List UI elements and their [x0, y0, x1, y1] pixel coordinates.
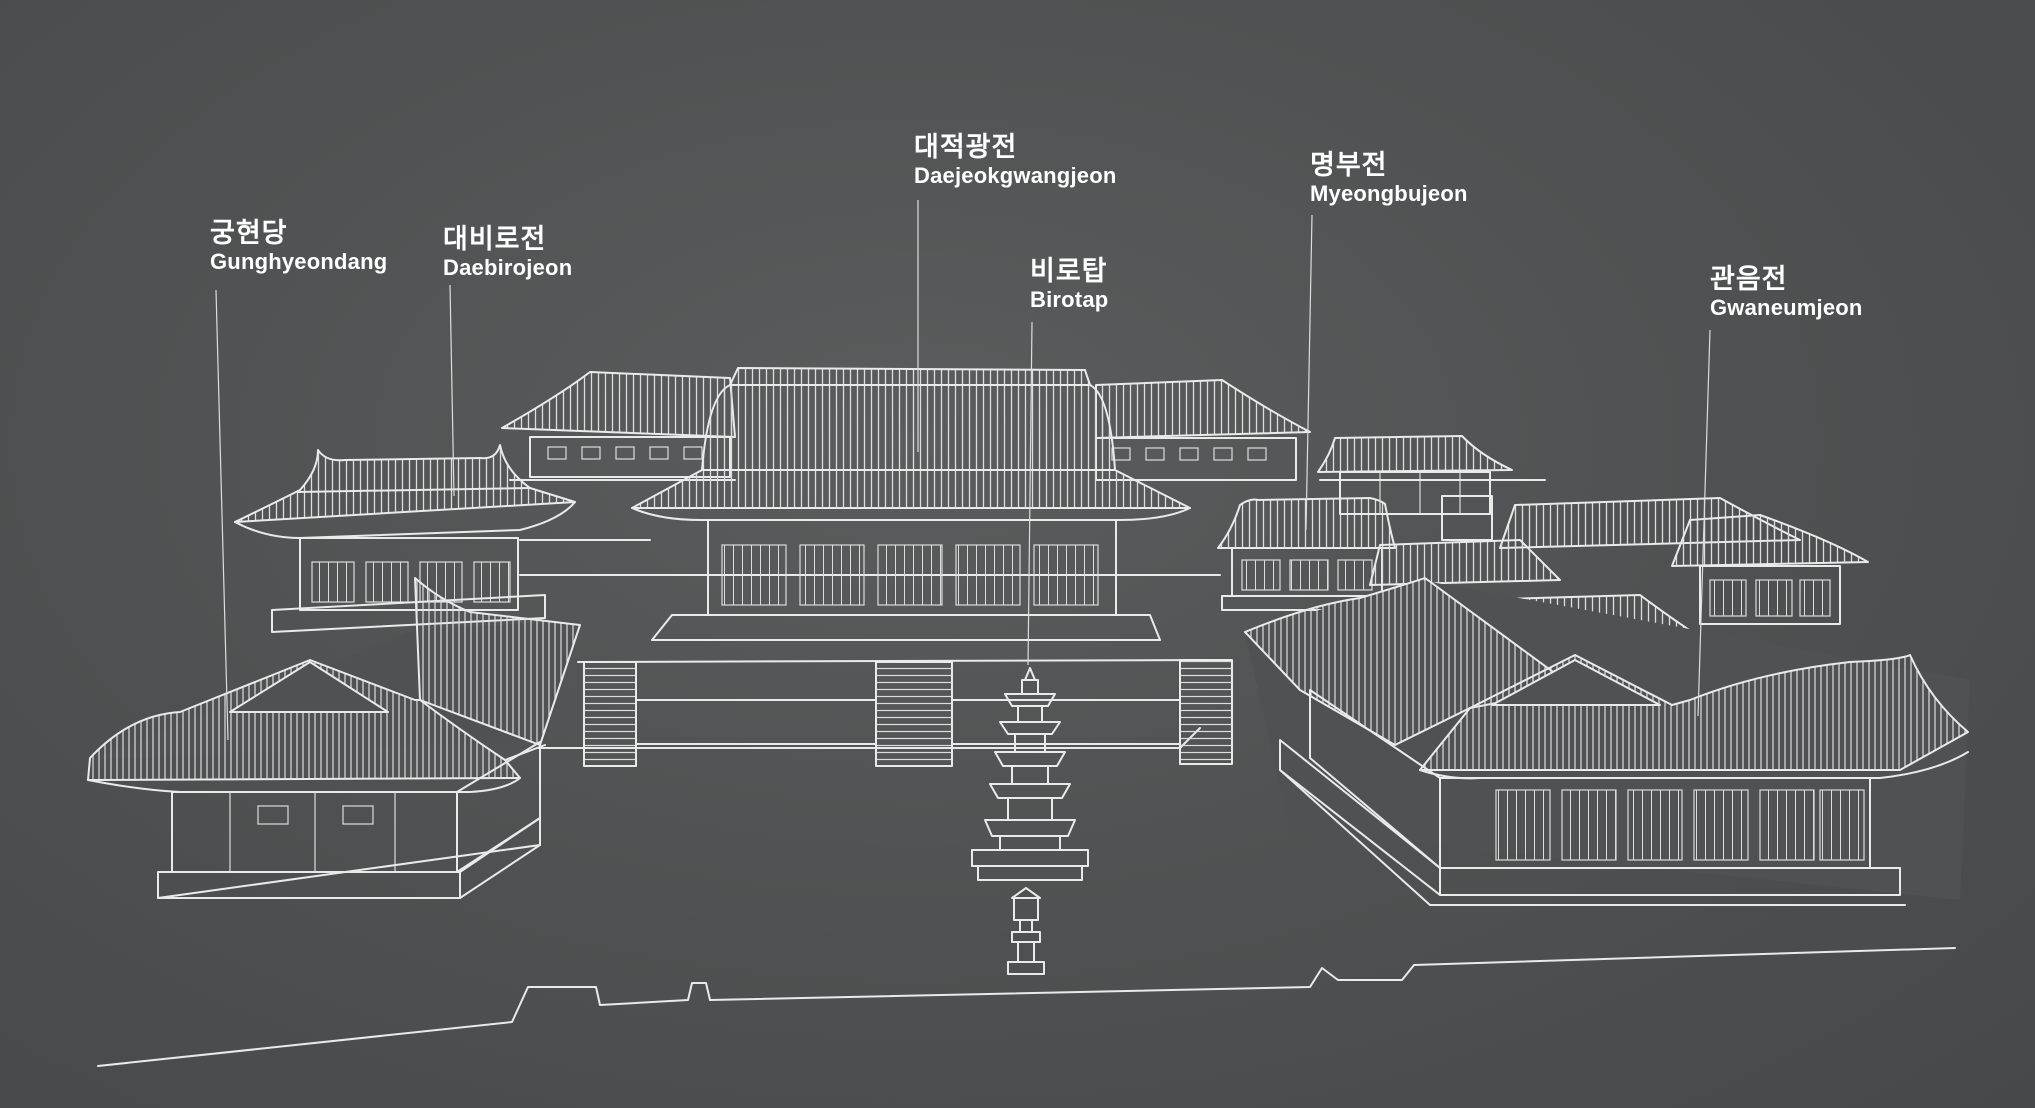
back-hall-left [501, 371, 736, 481]
label-ko: 궁현당 [210, 218, 288, 249]
rear-pavilion [1317, 435, 1546, 541]
ground-outline [97, 947, 1956, 1067]
label-myeongbujeon: 명부전 Myeongbujeon [1310, 150, 1468, 206]
label-ko: 명부전 [1310, 150, 1388, 181]
label-daejeokgwangjeon: 대적광전 Daejeokgwangjeon [914, 132, 1116, 188]
label-en: Myeongbujeon [1310, 181, 1468, 207]
label-en: Gunghyeondang [210, 249, 388, 275]
leader-myeongbujeon [1305, 214, 1313, 531]
label-ko: 대적광전 [914, 132, 1018, 163]
label-en: Daejeokgwangjeon [914, 163, 1117, 189]
leader-birotap [1027, 321, 1033, 666]
label-en: Birotap [1030, 287, 1109, 313]
birotap-pagoda [971, 667, 1089, 881]
label-en: Daebirojeon [443, 255, 573, 281]
daejeokgwangjeon-hall [631, 367, 1191, 641]
back-hall-right [1095, 379, 1311, 481]
leader-gwaneumjeon [1697, 329, 1711, 717]
daebirojeon-hall [234, 444, 576, 633]
gwaneumjeon-hall [1244, 577, 1970, 906]
label-ko: 대비로전 [443, 224, 547, 255]
label-daebirojeon: 대비로전 Daebirojeon [443, 224, 572, 280]
label-gwaneumjeon: 관음전 Gwaneumjeon [1710, 264, 1863, 320]
gunghyeondang-hall [87, 577, 581, 899]
leader-daebirojeon [449, 284, 455, 497]
leader-lines [215, 200, 1711, 741]
label-ko: 관음전 [1710, 264, 1788, 295]
label-ko: 비로탑 [1030, 256, 1108, 287]
stone-lantern [1007, 887, 1045, 975]
label-en: Gwaneumjeon [1710, 295, 1863, 321]
label-gunghyeondang: 궁현당 Gunghyeondang [210, 218, 387, 274]
leader-gunghyeondang [215, 289, 229, 741]
label-birotap: 비로탑 Birotap [1030, 256, 1108, 312]
courtyard [519, 539, 1233, 767]
